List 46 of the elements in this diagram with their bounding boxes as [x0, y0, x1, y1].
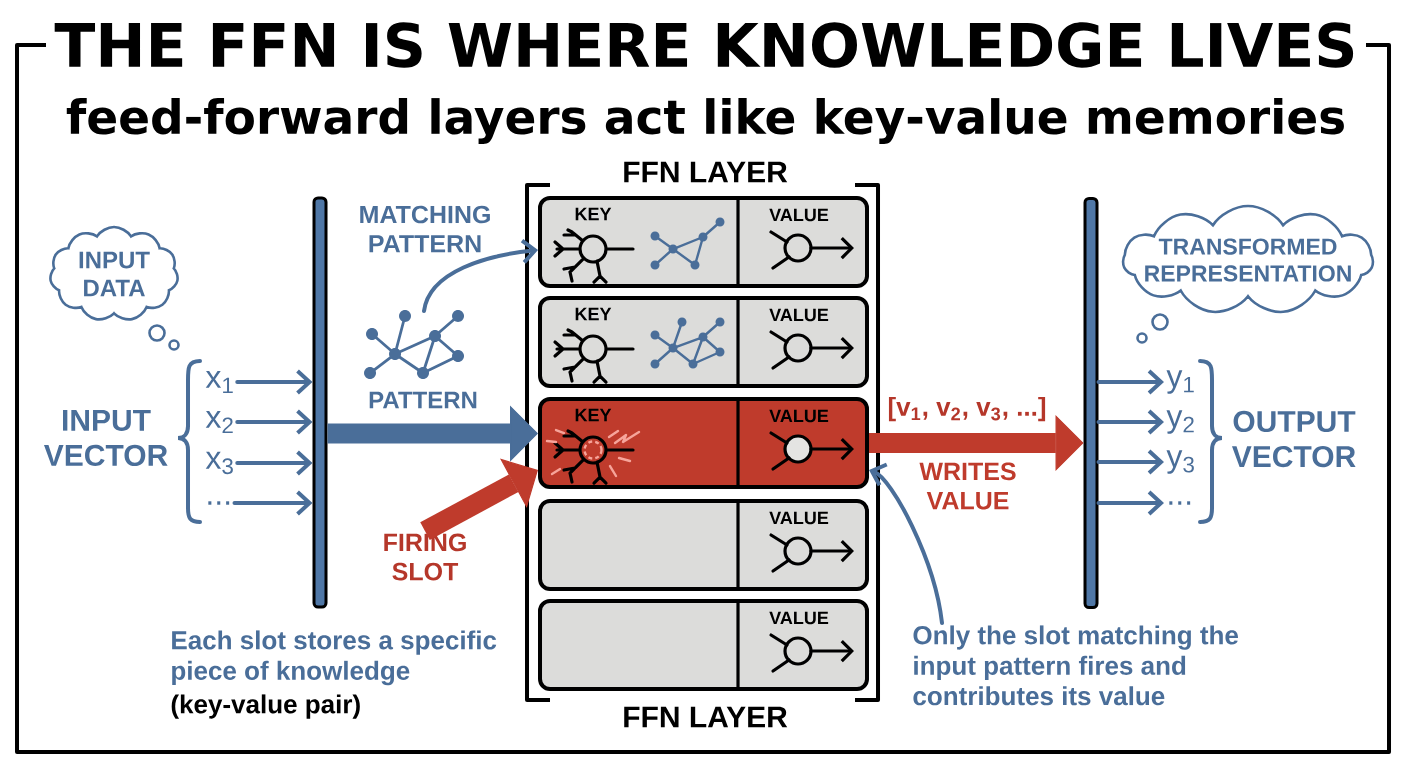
node-label: KEY: [575, 408, 612, 422]
arrow: [1096, 409, 1164, 435]
edge-label: MATCHING PATTERN: [353, 203, 497, 255]
slot-box: KEY VALUE: [538, 296, 869, 388]
vertical-bar: [312, 196, 328, 609]
arrow: [232, 490, 313, 516]
vector-entry: y$_{1}$: [1166, 370, 1194, 394]
node-label: VALUE: [769, 208, 829, 222]
vector-entry: x$_{3}$: [205, 451, 233, 475]
thought-cloud: INPUT DATA: [49, 225, 179, 321]
node-label: KEY: [575, 307, 612, 321]
vector-entry: x$_{2}$: [205, 410, 233, 434]
vertical-bar: [1083, 197, 1099, 609]
subtitle: feed-forward layers act like key-value memories: [66, 98, 1344, 144]
arrow: [235, 369, 313, 395]
vector-entry: ...: [1169, 501, 1191, 505]
note-text: Only the slot matching the input pattern fires and contributes its value: [913, 625, 1238, 706]
arrow: [869, 462, 944, 625]
vector-entry: ...: [208, 501, 230, 505]
node-label: VALUE: [769, 308, 829, 322]
vector-entry: y$_{3}$: [1166, 450, 1194, 474]
node-label: KEY: [575, 207, 612, 221]
edge-label: WRITES VALUE: [911, 460, 1025, 512]
arrow: [1096, 490, 1164, 516]
icon-caption: PATTERN: [369, 391, 477, 409]
arrow: [1096, 449, 1164, 475]
vector-label: [v$_{1}$, v$_{2}$, v$_{3}$, ...]: [888, 396, 1046, 422]
slot-box: KEY VALUE: [538, 397, 869, 489]
arrow: [235, 450, 313, 476]
vector-label: OUTPUT VECTOR: [1232, 410, 1356, 468]
vector-entry: x$_{1}$: [205, 370, 233, 394]
vector-entry: y$_{2}$: [1166, 410, 1194, 434]
slot-box: KEY VALUE: [538, 196, 869, 288]
arrow: [422, 238, 538, 314]
arrow: [235, 409, 313, 435]
note-text: Each slot stores a specific piece of knowledge: [172, 630, 497, 686]
note-text: (key-value pair): [171, 694, 360, 719]
slot-box: VALUE: [538, 499, 869, 591]
title: THE FFN IS WHERE KNOWLEDGE LIVES: [46, 20, 1366, 70]
arrow: [1096, 369, 1164, 395]
thought-cloud: TRANSFORMED REPRESENTATION: [1121, 204, 1375, 314]
slot-box: VALUE: [538, 599, 869, 691]
vector-label: INPUT VECTOR: [44, 410, 168, 466]
callout-text: FIRING SLOT: [384, 533, 466, 581]
block-arrow: [420, 458, 538, 540]
node-label: VALUE: [769, 409, 829, 423]
